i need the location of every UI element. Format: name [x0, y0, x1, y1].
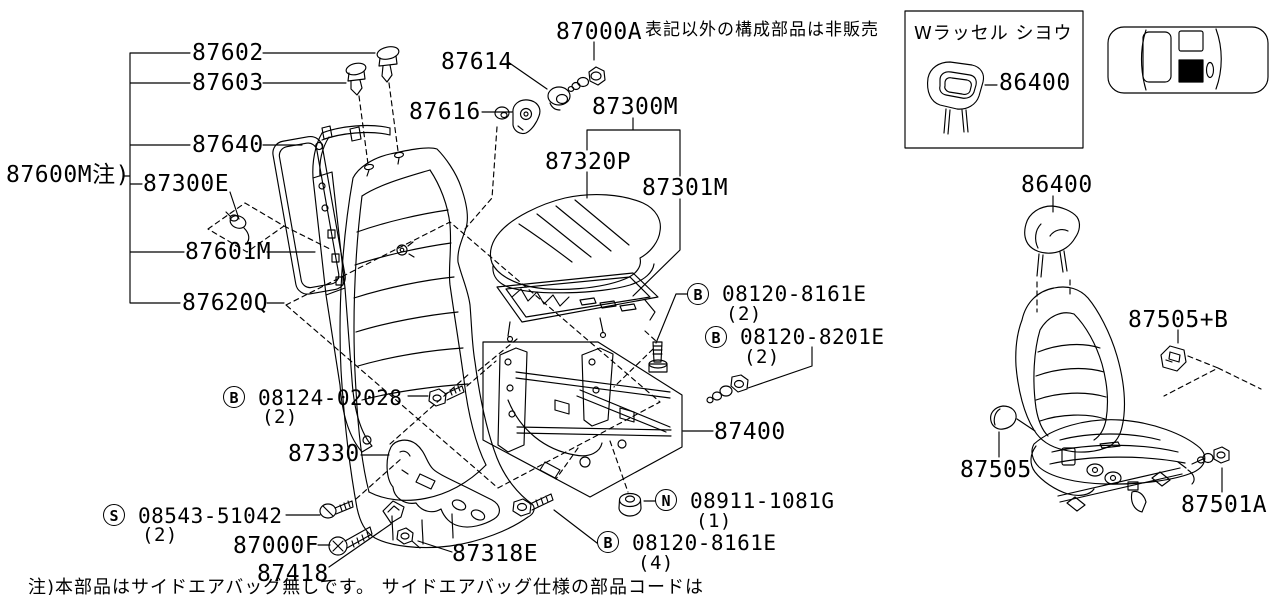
fastener-code-08911-1081g: 08911-1081G	[690, 489, 835, 513]
part-label-87400: 87400	[714, 419, 786, 445]
seat-back-frame-87601m	[312, 124, 391, 453]
washer-87614	[547, 86, 571, 111]
part-label-87505: 87505	[960, 457, 1032, 483]
fastener-qty: (1)	[696, 510, 732, 532]
clip-87505b	[1160, 345, 1187, 372]
bolt-08120-8161e-lower	[512, 493, 554, 517]
fastener-prefix-icon: B	[223, 386, 245, 408]
headrest-screw-87603	[345, 62, 367, 96]
part-label-87600m: 87600M注)	[6, 162, 130, 188]
complete-seat	[1015, 205, 1206, 513]
headrest-screw-87602	[376, 46, 400, 83]
fastener-code-08120-8201e: 08120-8201E	[740, 325, 885, 349]
car-position-icon	[1107, 26, 1269, 94]
fastener-qty: (4)	[638, 552, 674, 574]
part-label-87501a: 87501A	[1181, 492, 1268, 518]
fastener-prefix-icon: N	[655, 489, 677, 511]
fastener-code-08120-8161e-lower: 08120-8161E	[632, 531, 777, 555]
part-label-86400: 86400	[1021, 172, 1093, 198]
bolt-08120-8161e-upper	[648, 341, 668, 373]
fastener-prefix-icon: S	[103, 504, 125, 526]
side-shield-87330	[386, 439, 500, 528]
fastener-qty: (2)	[726, 303, 762, 325]
part-label-87330: 87330	[288, 441, 360, 467]
part-label-87616: 87616	[409, 99, 481, 125]
fastener-qty: (2)	[262, 406, 298, 428]
bolt-08120-8201e	[706, 374, 749, 404]
seat-cushion-pad-87320p	[489, 194, 661, 294]
part-label-87320p: 87320P	[545, 149, 632, 175]
fastener-prefix-icon: B	[597, 531, 619, 553]
knob-87616	[494, 99, 541, 135]
fastener-prefix-icon: B	[687, 283, 709, 305]
fastener-code-08543-51042: 08543-51042	[138, 504, 283, 528]
clip-87300e	[225, 211, 250, 245]
part-label-87300m: 87300M	[592, 94, 679, 120]
part-label-87318e: 87318E	[452, 541, 539, 567]
part-label-87620q: 87620Q	[182, 290, 269, 316]
screw-87000a	[567, 66, 606, 92]
screw-08543	[319, 500, 354, 519]
back-board-87640	[272, 135, 346, 295]
bolt-87501a	[1196, 446, 1230, 464]
fastener-qty: (2)	[744, 346, 780, 368]
part-label-87000f: 87000F	[233, 533, 320, 559]
part-label-87000a: 87000A	[556, 19, 643, 45]
note-top: 表記以外の構成部品は非販売	[645, 20, 879, 40]
inset-part-label-86400: 86400	[999, 70, 1071, 96]
part-label-87505b: 87505+B	[1128, 307, 1229, 333]
fastener-prefix-icon: B	[705, 326, 727, 348]
slide-frame-87400	[482, 341, 683, 498]
part-label-87640: 87640	[192, 132, 264, 158]
part-label-87601m: 87601M	[185, 239, 272, 265]
part-label-87602: 87602	[192, 40, 264, 66]
part-label-87300e: 87300E	[143, 171, 230, 197]
inset-usage-label: Wラッセル シヨウ	[914, 23, 1073, 44]
fastener-qty: (2)	[142, 524, 178, 546]
seat-back-cushion	[339, 147, 535, 549]
part-label-87603: 87603	[192, 70, 264, 96]
seat-cushion-frame-87301m	[496, 272, 659, 343]
bolt-08124	[428, 385, 465, 407]
screw-87000f	[328, 526, 373, 556]
note-bottom: 注)本部品はサイドエアバッグ無しです。 サイドエアバッグ仕様の部品コードは	[28, 577, 704, 595]
part-label-87418: 87418	[257, 561, 329, 587]
clip-87418	[382, 500, 405, 524]
part-label-87301m: 87301M	[642, 175, 729, 201]
bolt-87318e	[396, 527, 421, 549]
part-label-87614: 87614	[441, 49, 513, 75]
cap-87505	[990, 405, 1017, 430]
fastener-code-08120-8161e-upper: 08120-8161E	[722, 282, 867, 306]
nut-08911	[618, 492, 642, 517]
fastener-code-08124-02028: 08124-02028	[258, 386, 403, 410]
inset-box	[904, 10, 1084, 149]
